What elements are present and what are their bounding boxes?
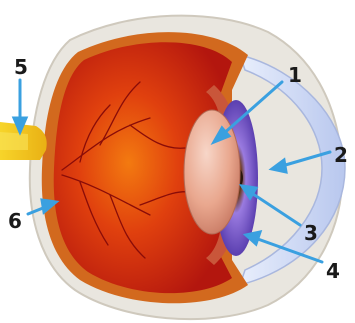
label-5: 5 (14, 55, 28, 79)
label-6: 6 (8, 209, 22, 233)
lens (184, 110, 240, 234)
label-1: 1 (288, 63, 302, 87)
label-3: 3 (304, 221, 318, 245)
label-2: 2 (334, 143, 348, 167)
label-4: 4 (326, 259, 340, 283)
